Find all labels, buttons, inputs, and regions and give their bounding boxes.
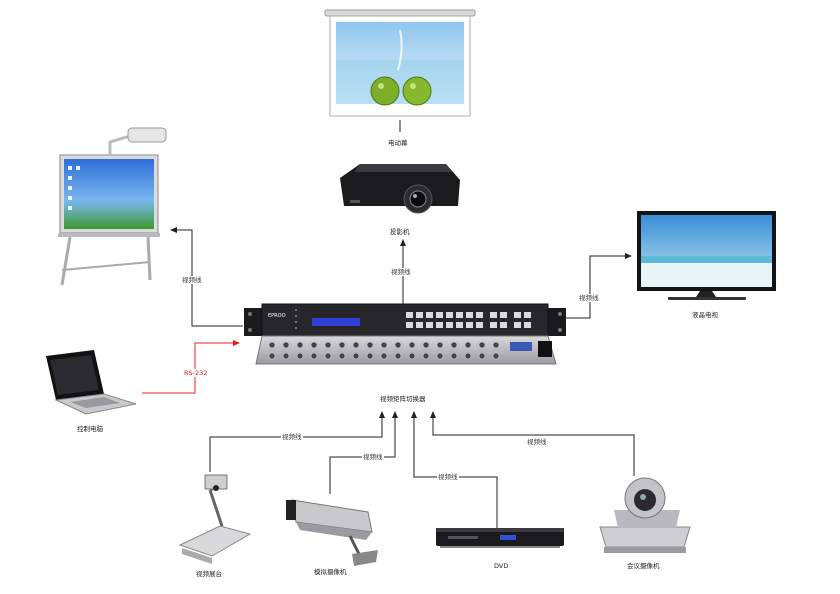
caption-analog-camera: 模拟摄像机 (314, 568, 347, 576)
cctv-camera-icon (286, 499, 378, 566)
caption-projector: 投影机 (390, 228, 410, 236)
caption-matrix: 视频矩阵切换器 (380, 395, 426, 403)
edge-label-tv: 视频线 (578, 294, 600, 302)
dvd-player-icon (436, 528, 564, 548)
edge-label-conf: 视频线 (526, 438, 548, 446)
projector-icon (340, 164, 460, 214)
caption-tv: 液晶电视 (692, 311, 718, 319)
caption-screen: 电动幕 (388, 139, 408, 147)
visualizer-icon (178, 474, 252, 564)
edge-label-whiteboard: 视频线 (181, 276, 203, 284)
edge-label-dvd: 视频线 (437, 473, 459, 481)
edge-visualizer (209, 411, 385, 472)
edge-label-camera: 视频线 (362, 453, 384, 461)
caption-visualizer: 视频展台 (196, 570, 222, 578)
edge-label-projector: 视频线 (390, 268, 412, 276)
matrix-switcher-icon (244, 303, 566, 365)
matrix-brand-label: EPROO (268, 313, 286, 319)
edge-label-visualizer: 视频线 (281, 433, 303, 441)
edge-conf (430, 411, 635, 476)
whiteboard-icon (58, 127, 167, 286)
laptop-icon (46, 350, 137, 415)
caption-conference-camera: 会议摄像机 (627, 562, 660, 570)
screen-icon (324, 9, 476, 117)
caption-dvd: DVD (494, 562, 509, 570)
edge-tv (564, 253, 632, 319)
caption-control-pc: 控制电脑 (77, 425, 103, 433)
tv-icon (637, 211, 776, 300)
ptz-camera-icon (599, 477, 691, 553)
edge-dvd (411, 411, 498, 530)
edge-label-rs232: RS-232 (183, 369, 209, 377)
edge-rs232 (142, 340, 240, 394)
